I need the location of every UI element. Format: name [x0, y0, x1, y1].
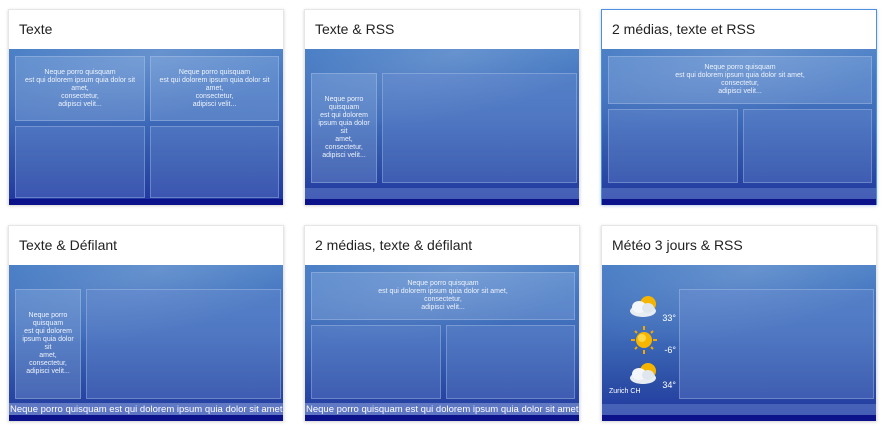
- card-title: Texte & RSS: [315, 21, 395, 37]
- scrolling-ticker: Neque porro quisquam est qui dolorem ips…: [9, 403, 283, 417]
- media-zone: [311, 325, 441, 399]
- weather-day-1: 33°: [628, 293, 676, 323]
- layout-preview: Neque porro quisquam est qui dolorem ips…: [9, 49, 283, 205]
- layout-card-texte[interactable]: Texte Neque porro quisquam est qui dolor…: [8, 9, 284, 205]
- temperature: 33°: [662, 313, 676, 323]
- card-title: Texte & Défilant: [19, 237, 118, 253]
- temperature: 34°: [662, 380, 676, 390]
- text-zone: Neque porro quisquam est qui dolorem ips…: [15, 289, 81, 399]
- layout-card-meteo-3-jours-rss[interactable]: Météo 3 jours & RSS 33°: [601, 225, 877, 421]
- text-zone: Neque porro quisquam est qui dolorem ips…: [150, 56, 279, 121]
- layout-preview: Neque porro quisquam est qui dolorem ips…: [305, 49, 579, 205]
- text-zone: Neque porro quisquam est qui dolorem ips…: [15, 56, 145, 121]
- layout-card-texte-defilant[interactable]: Texte & Défilant Neque porro quisquam es…: [8, 225, 284, 421]
- media-zone: [743, 109, 872, 183]
- rss-zone: [602, 404, 876, 415]
- card-title: 2 médias, texte et RSS: [612, 21, 756, 37]
- layout-card-2-medias-texte-rss[interactable]: 2 médias, texte et RSS Neque porro quisq…: [601, 9, 877, 205]
- media-zone: [679, 289, 874, 399]
- weather-day-2: -6°: [628, 325, 676, 355]
- sun-icon: [631, 326, 657, 354]
- media-zone: [382, 73, 577, 183]
- media-zone: [446, 325, 575, 399]
- card-title: 2 médias, texte & défilant: [315, 237, 473, 253]
- rss-zone: [602, 188, 876, 199]
- layout-card-texte-rss[interactable]: Texte & RSS Neque porro quisquam est qui…: [304, 9, 580, 205]
- weather-day-3: 34°: [628, 360, 676, 390]
- text-zone: Neque porro quisquam est qui dolorem ips…: [608, 56, 872, 104]
- scrolling-ticker: Neque porro quisquam est qui dolorem ips…: [305, 403, 579, 417]
- partly-cloudy-icon: [630, 296, 656, 317]
- media-zone: [150, 126, 279, 198]
- media-zone: [608, 109, 738, 183]
- text-zone: Neque porro quisquam est qui dolorem ips…: [311, 272, 575, 320]
- layout-preview: 33° -6° 34°: [602, 265, 876, 421]
- layout-preview: Neque porro quisquam est qui dolorem ips…: [9, 265, 283, 421]
- card-title: Météo 3 jours & RSS: [612, 237, 743, 253]
- rss-zone: [305, 188, 579, 199]
- layout-preview: Neque porro quisquam est qui dolorem ips…: [602, 49, 876, 205]
- media-zone: [86, 289, 281, 399]
- layout-card-2-medias-texte-defilant[interactable]: 2 médias, texte & défilant Neque porro q…: [304, 225, 580, 421]
- partly-cloudy-icon: [630, 363, 656, 384]
- media-zone: [15, 126, 145, 198]
- card-title: Texte: [19, 21, 53, 37]
- temperature: -6°: [664, 345, 676, 355]
- layout-preview: Neque porro quisquam est qui dolorem ips…: [305, 265, 579, 421]
- text-zone: Neque porro quisquam est qui dolorem ips…: [311, 73, 377, 183]
- weather-city: Zurich CH: [609, 388, 641, 395]
